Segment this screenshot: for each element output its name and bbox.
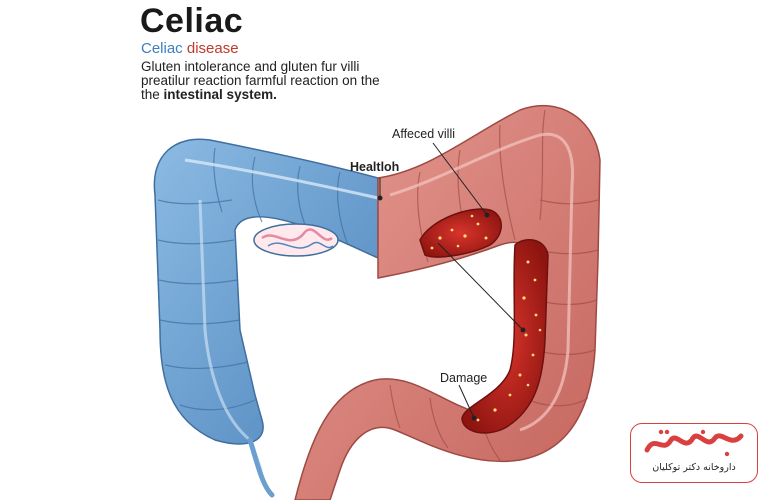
description: Gluten intolerance and gluten fur villi … xyxy=(141,60,421,102)
label-affected-villi: Affeced villi xyxy=(392,127,455,141)
damage-patch-descending xyxy=(461,238,549,434)
logo-text: داروخانه دکتر توکلیان xyxy=(652,462,736,473)
label-damage: Damage xyxy=(440,371,488,385)
description-line-1: Gluten intolerance and gluten fur villi xyxy=(141,59,360,74)
annotation-lines xyxy=(377,142,526,421)
logo-mark-icon xyxy=(644,429,744,457)
description-line-3: the intestinal system. xyxy=(141,88,421,102)
affected-colon-section xyxy=(294,104,601,500)
label-healthy: Healtloh xyxy=(350,160,400,174)
page-title: Celiac xyxy=(140,2,244,40)
subtitle-celiac: Celiac xyxy=(141,40,183,57)
subtitle: Celiac disease xyxy=(141,40,239,57)
subtitle-disease: disease xyxy=(186,40,239,57)
description-line-3-start: the xyxy=(141,87,160,102)
description-line-2: preatilur reaction farmful reaction on t… xyxy=(141,73,380,88)
pharmacy-logo: داروخانه دکتر توکلیان xyxy=(630,423,758,483)
description-line-3-bold: intestinal system. xyxy=(163,87,277,102)
healthy-colon-section xyxy=(153,138,379,498)
